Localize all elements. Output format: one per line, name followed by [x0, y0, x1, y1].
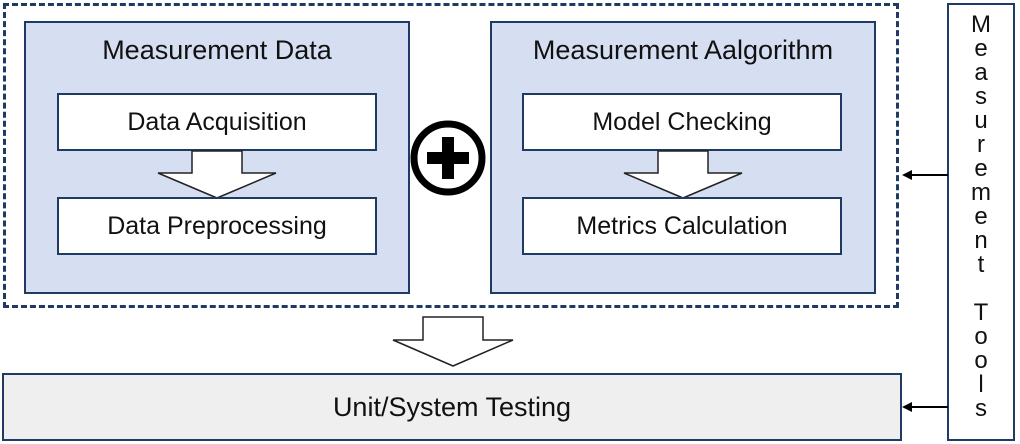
- data-preprocessing-box: Data Preprocessing: [57, 197, 377, 255]
- unit-system-testing-box: Unit/System Testing: [2, 373, 902, 441]
- measurement-group-frame: [3, 3, 899, 308]
- down-arrow-icon: [157, 150, 277, 199]
- plus-circle-icon: [410, 120, 486, 196]
- down-arrow-icon: [392, 316, 514, 367]
- measurement-algorithm-title: Measurement Aalgorithm: [532, 35, 834, 65]
- metrics-calculation-box: Metrics Calculation: [522, 197, 842, 255]
- model-checking-box: Model Checking: [522, 93, 842, 151]
- down-arrow-icon: [623, 150, 743, 199]
- tools-to-frame-arrow-icon: [902, 170, 948, 180]
- measurement-tools-label: M e a s u r e m e n t T o o l s: [971, 11, 991, 422]
- data-acquisition-box: Data Acquisition: [57, 93, 377, 151]
- measurement-data-title: Measurement Data: [102, 35, 332, 65]
- measurement-tools-box: M e a s u r e m e n t T o o l s: [947, 3, 1015, 441]
- tools-to-testing-arrow-icon: [902, 402, 948, 412]
